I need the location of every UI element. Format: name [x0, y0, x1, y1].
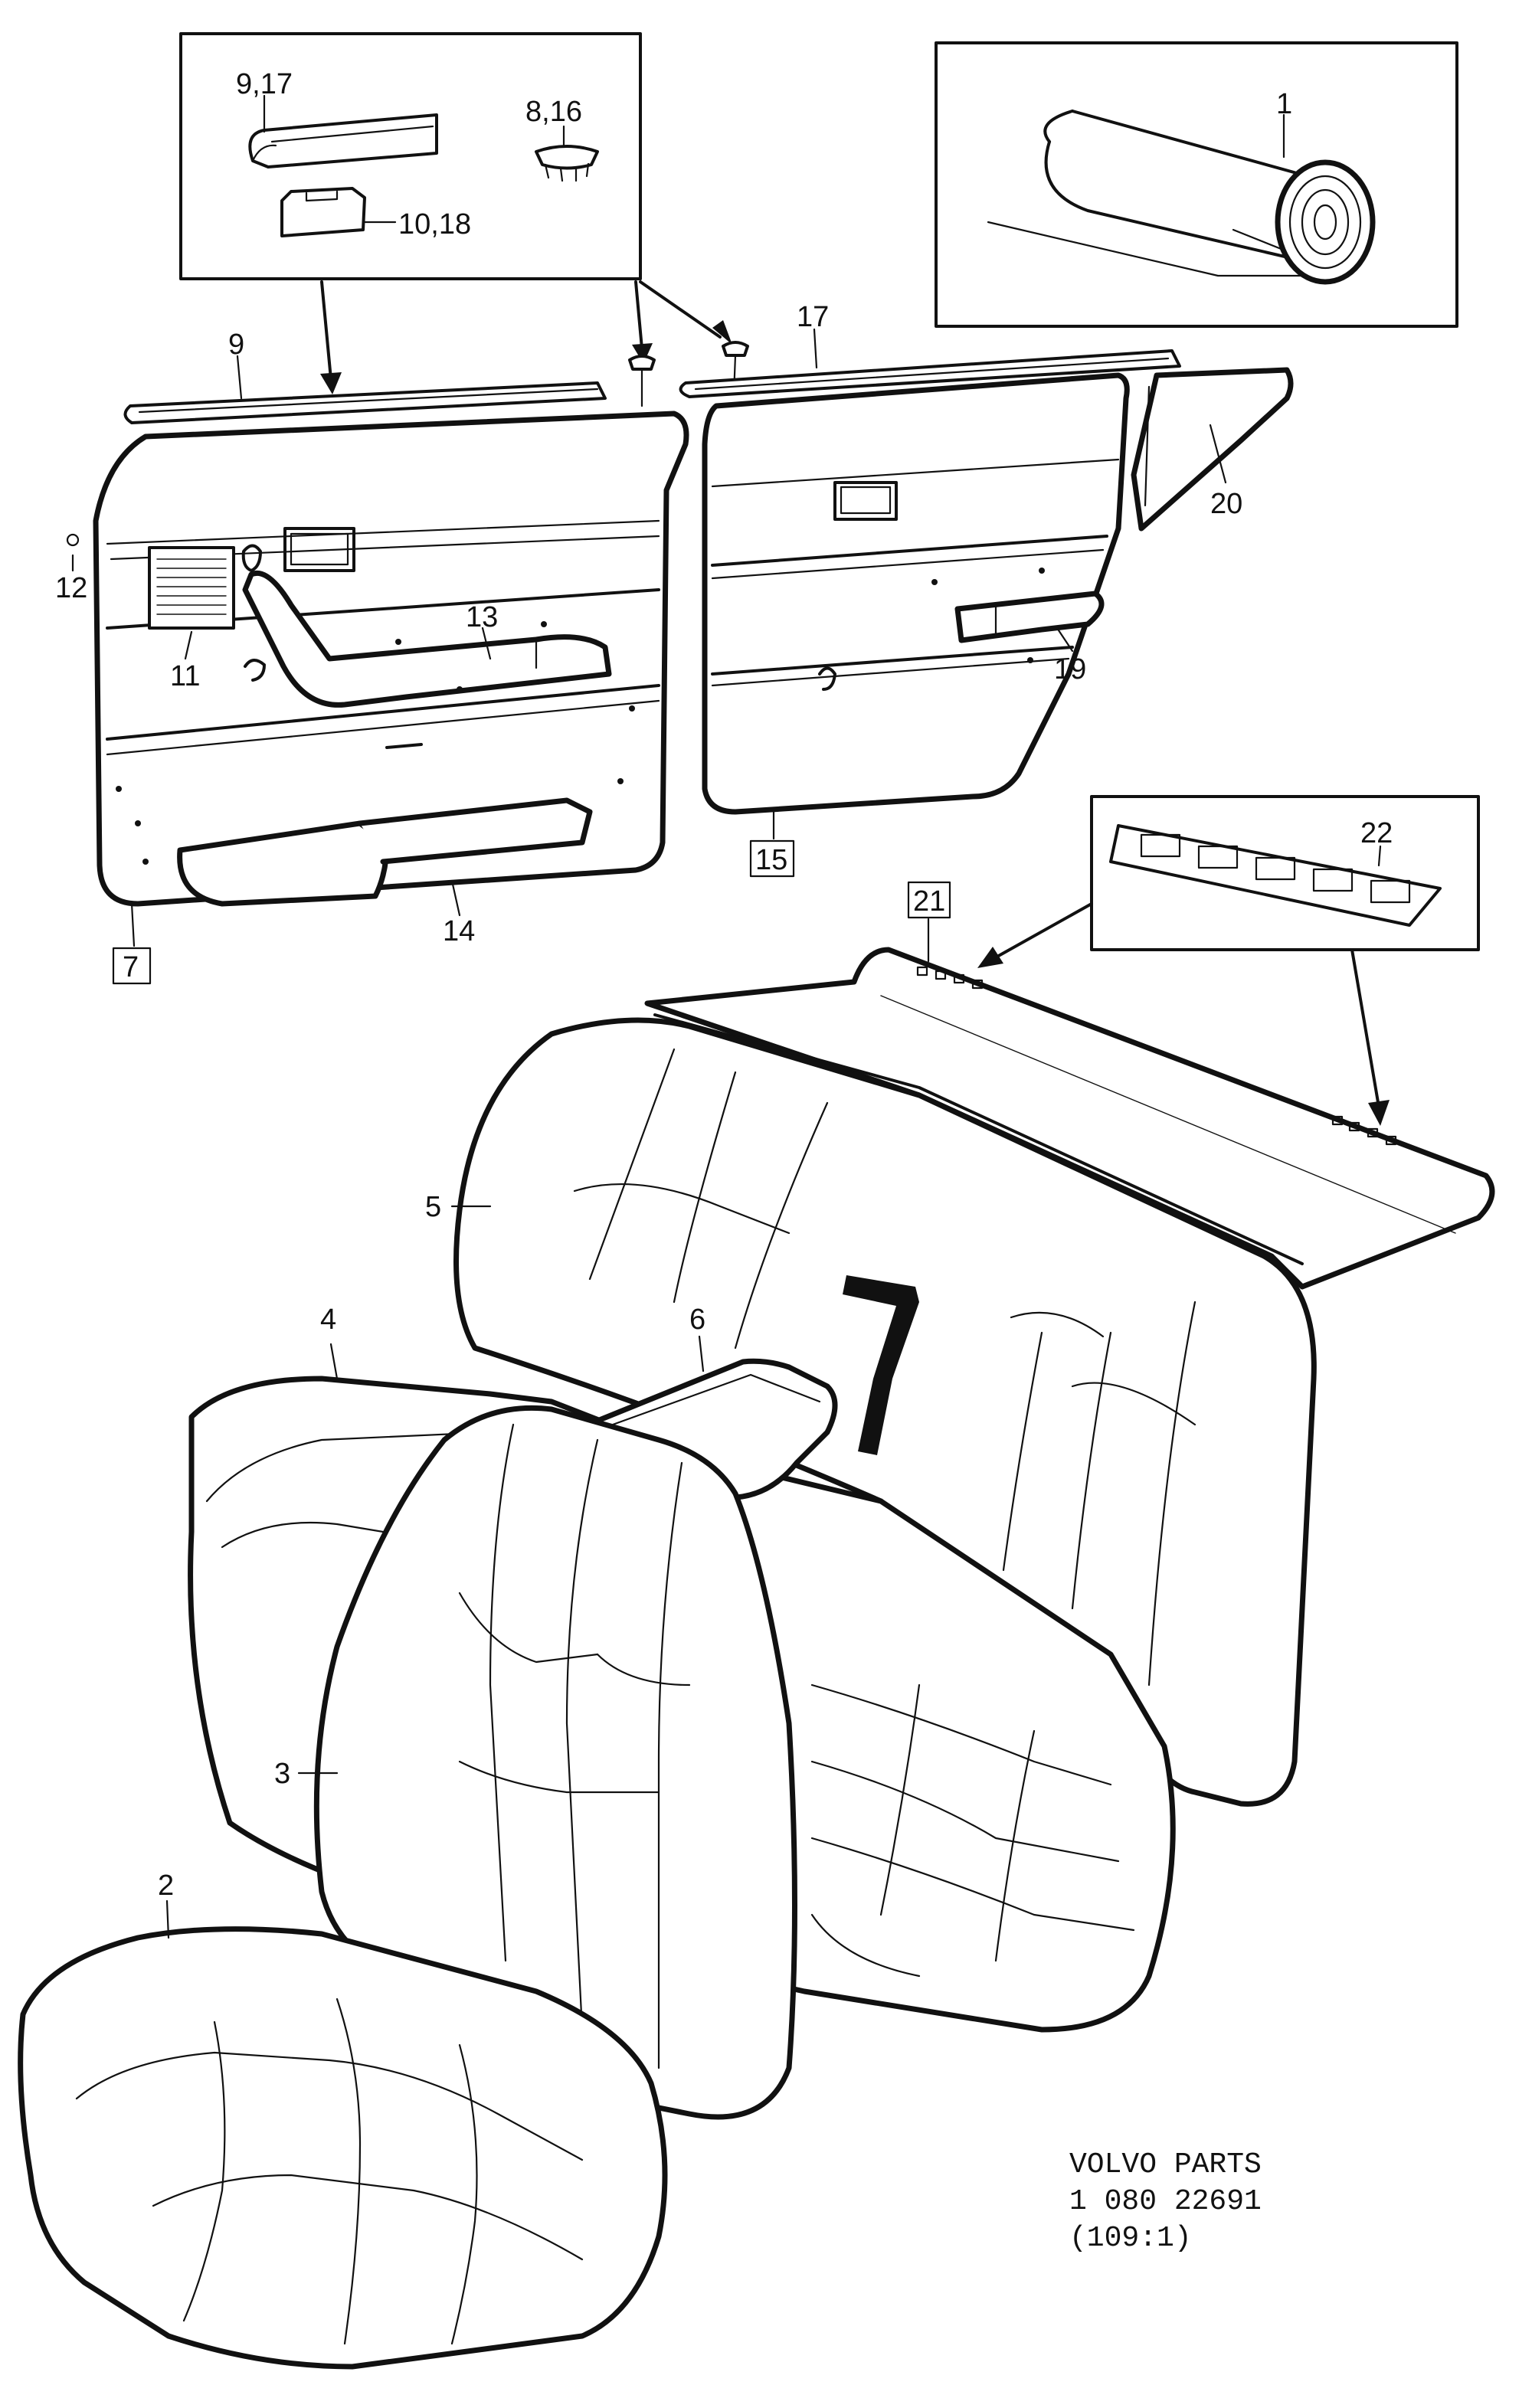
callout-2: 2	[158, 1870, 174, 1902]
inset-vent	[1090, 795, 1480, 951]
callout-12: 12	[55, 572, 87, 604]
boxed-callouts: 7 15 21	[112, 839, 951, 985]
callout-11: 11	[170, 660, 200, 692]
inset-fasteners	[179, 32, 642, 280]
callout-21: 21	[913, 885, 945, 918]
vent-arrows	[977, 902, 1390, 1126]
callout-15-box: 15	[749, 839, 795, 878]
footer: VOLVO PARTS 1 080 22691 (109:1)	[1069, 2148, 1262, 2255]
front-cushion	[18, 1926, 668, 2370]
inset-insulation-roll	[935, 41, 1458, 328]
callout-8-16: 8,16	[525, 96, 582, 128]
footer-part-number: 1 080 22691	[1069, 2185, 1262, 2218]
footer-brand: VOLVO PARTS	[1069, 2148, 1262, 2181]
vent-slots-right	[1331, 1115, 1397, 1146]
callout-17: 17	[797, 301, 829, 333]
front-door-panel	[66, 381, 689, 907]
callout-9-17: 9,17	[236, 68, 293, 100]
inset-arrows	[320, 280, 749, 407]
callout-20: 20	[1210, 488, 1242, 520]
speaker-grille-lines	[156, 558, 227, 615]
callout-15: 15	[755, 844, 787, 876]
callout-7: 7	[123, 951, 139, 983]
callout-14: 14	[443, 915, 475, 947]
callout-6: 6	[689, 1304, 705, 1336]
rear-backrest	[453, 1017, 1317, 1807]
callout-7-box: 7	[112, 947, 152, 985]
callout-13: 13	[466, 601, 498, 633]
callout-3: 3	[274, 1758, 290, 1790]
quarter-trim	[1131, 367, 1294, 532]
front-backrest	[313, 1405, 797, 2120]
vent-slots-left	[916, 966, 984, 990]
callout-labels: 9,17 8,16 10,18 1 9 17 20 12 11 13 19 14…	[55, 68, 1393, 1902]
rear-door-panel	[679, 349, 1181, 815]
callout-22: 22	[1360, 817, 1393, 849]
leader-lines	[71, 328, 1227, 1939]
callout-5: 5	[425, 1191, 441, 1223]
callout-21-box: 21	[907, 881, 951, 919]
footer-ref: (109:1)	[1069, 2222, 1192, 2255]
callout-4: 4	[320, 1304, 336, 1336]
callout-10-18: 10,18	[398, 208, 471, 240]
callout-19: 19	[1054, 653, 1086, 685]
callout-9: 9	[228, 329, 244, 361]
callout-1: 1	[1276, 88, 1292, 120]
